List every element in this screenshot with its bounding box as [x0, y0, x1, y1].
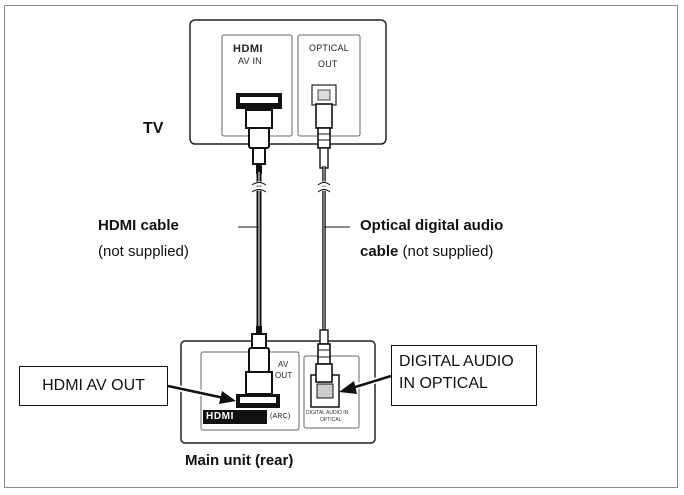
optical-cable-word: cable	[360, 243, 399, 260]
hdmi-av-out-text: HDMI AV OUT	[42, 377, 145, 394]
unit-hdmi-logo-block	[203, 410, 267, 424]
optical-plug-tv	[315, 103, 333, 169]
unit-digital-audio-in-label: DIGITAL AUDIO IN	[306, 410, 349, 416]
digital-audio-line2: IN OPTICAL	[399, 375, 488, 392]
tv-hdmi-logo: HDMI	[233, 43, 264, 55]
digital-audio-line1: DIGITAL AUDIO	[399, 353, 514, 370]
tv-out-label: OUT	[318, 59, 338, 69]
hdmi-out-arrow	[167, 383, 236, 404]
optical-cable-line	[316, 166, 332, 335]
unit-hdmi-logo: HDMI	[206, 411, 234, 422]
tv-optical-label: OPTICAL	[309, 43, 349, 53]
main-unit-label: Main unit (rear)	[185, 452, 294, 469]
hdmi-cable-line	[250, 172, 268, 330]
optical-plug-unit	[315, 329, 333, 383]
tv-av-in-label: AV IN	[238, 56, 262, 66]
hdmi-plug-unit	[245, 326, 273, 395]
unit-out-label: OUT	[275, 371, 293, 380]
digital-audio-callout: DIGITAL AUDIO IN OPTICAL	[391, 345, 537, 406]
optical-cable-label: Optical digital audio	[360, 217, 504, 234]
diagram-frame	[4, 5, 678, 488]
unit-optical-label: OPTICAL	[320, 417, 342, 423]
unit-arc-label: (ARC)	[270, 413, 291, 420]
optical-cable-not-supplied: (not supplied)	[398, 243, 494, 260]
digital-audio-arrow	[339, 373, 392, 394]
unit-av-label: AV	[278, 360, 289, 369]
tv-label: TV	[143, 120, 164, 137]
hdmi-plug-tv	[245, 109, 273, 174]
hdmi-cable-not-supplied: (not supplied)	[98, 243, 189, 260]
optical-cable-label-line2: cable (not supplied)	[360, 243, 493, 260]
hdmi-cable-label: HDMI cable	[98, 217, 179, 234]
hdmi-av-out-callout: HDMI AV OUT	[19, 366, 168, 406]
